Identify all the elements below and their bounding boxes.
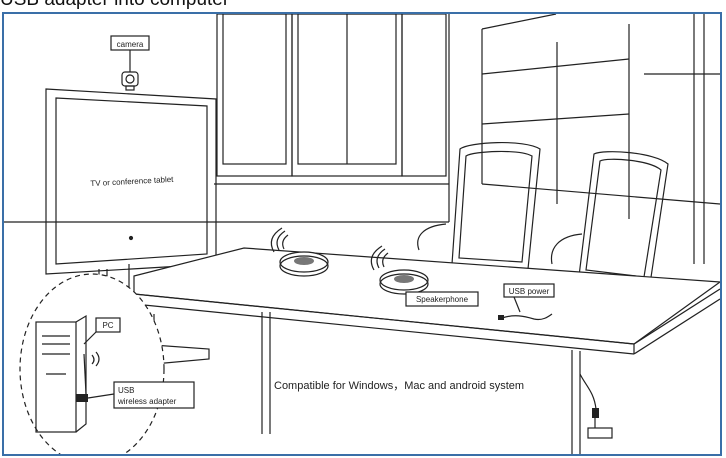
power-adapter	[580, 374, 612, 438]
diagram-frame: camera TV or conference tablet	[2, 12, 722, 456]
figure-caption: USB adapter into computer	[0, 0, 229, 11]
side-window	[482, 14, 720, 264]
tv-label: TV or conference tablet	[90, 175, 174, 188]
chair-right	[551, 152, 668, 284]
compatibility-note: Compatible for Windows，Mac and android s…	[274, 380, 524, 392]
conference-setup-diagram: camera TV or conference tablet	[4, 14, 720, 454]
pc-label: PC	[102, 321, 113, 330]
usb-adapter-label-line1: USB	[118, 386, 134, 395]
camera-label: camera	[117, 40, 144, 49]
usb-adapter-label-line2: wireless adapter	[117, 397, 177, 406]
usb-power-label: USB power	[509, 287, 550, 296]
chair-left	[418, 143, 540, 269]
speakerphone-label: Speakerphone	[416, 295, 469, 304]
back-wall	[4, 14, 449, 222]
